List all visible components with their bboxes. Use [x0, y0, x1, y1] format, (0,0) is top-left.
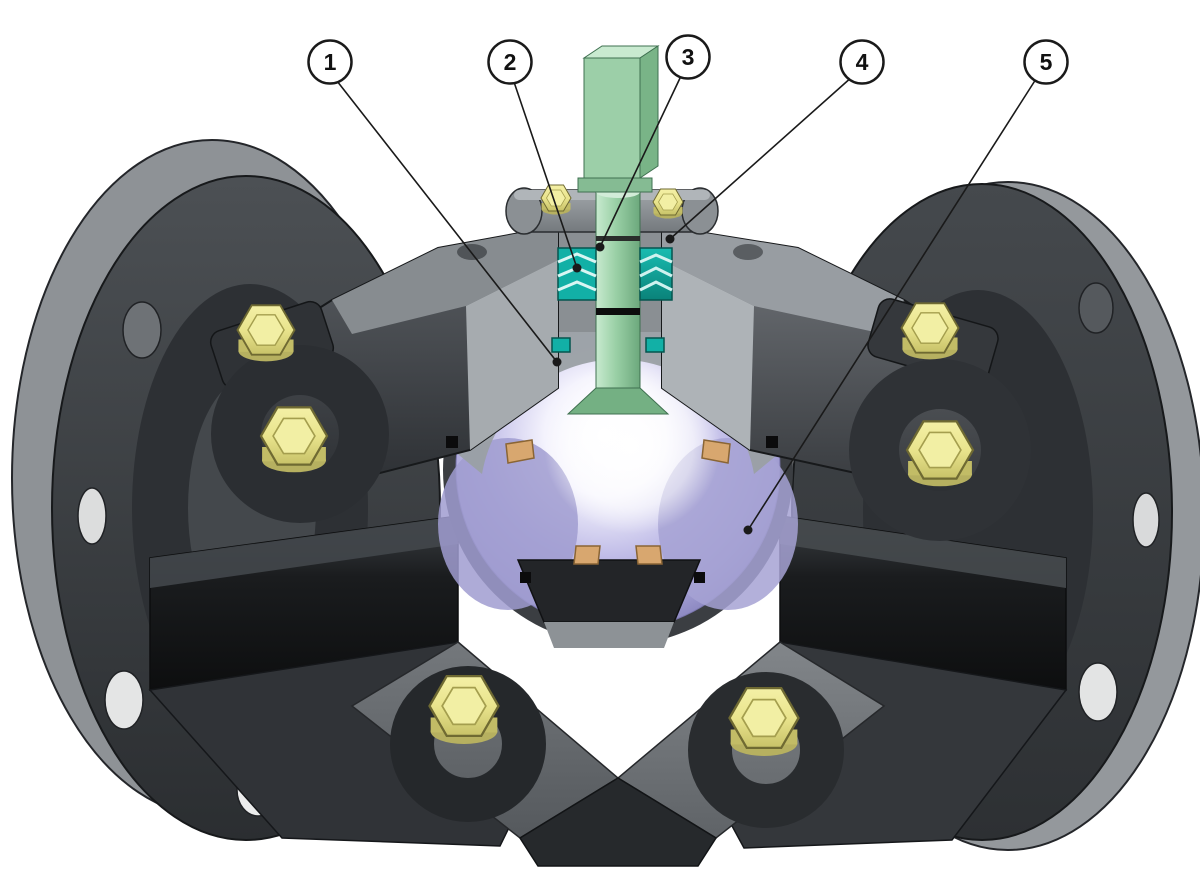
ball-seat: [701, 439, 731, 464]
bottom-port: [516, 559, 702, 648]
stem-collar: [577, 177, 653, 193]
right-bore-top-wall: [780, 516, 1066, 588]
leader-line-2: [513, 81, 578, 269]
section-marker: [694, 572, 705, 583]
hex-bolt-left-top: [236, 304, 296, 363]
top-face-left: [332, 226, 558, 334]
stem-assembly: [505, 45, 719, 415]
balloon-label-2: 2: [504, 49, 517, 75]
top-face-bolt-hole: [733, 244, 763, 260]
stem-retaining-ring: [596, 308, 640, 315]
stem-side-face: [639, 45, 659, 179]
leader-dot-4: [665, 234, 675, 244]
leader-line-3: [599, 75, 682, 248]
callouts: 1 2 3 4 5: [307, 34, 1069, 535]
callout-balloon-1: 1: [307, 39, 353, 85]
balloon-circle-2: [487, 39, 533, 85]
stem-bearing-left: [551, 337, 571, 353]
stem-packing: [551, 247, 673, 353]
stem-spacer-ring: [596, 236, 640, 241]
ball-seat: [635, 545, 663, 565]
callout-balloon-3: 3: [665, 34, 711, 80]
balloon-label-1: 1: [324, 49, 337, 75]
flange-bolt-hole: [1132, 492, 1160, 548]
gland-bolt-left: [540, 184, 572, 215]
body-lugs-and-bolts: [209, 298, 1031, 828]
ball-seat: [505, 439, 535, 464]
hex-bolt-bottom-right: [728, 686, 800, 758]
top-face-bolt-hole: [457, 244, 487, 260]
seat-seals: [446, 436, 778, 583]
balloon-circle-4: [839, 39, 885, 85]
left-bore-top-wall: [150, 516, 458, 588]
section-marker: [446, 436, 458, 448]
hex-bolt-left-mid: [259, 406, 329, 474]
flange-bolt-hole: [1078, 662, 1118, 722]
leader-dot-1: [552, 357, 562, 367]
top-face-right: [662, 226, 904, 334]
bottom-port-interior: [516, 559, 702, 623]
stem-shaft: [595, 191, 641, 389]
balloon-circle-1: [307, 39, 353, 85]
leader-dot-2: [572, 263, 582, 273]
flange-bolt-hole: [1078, 282, 1114, 334]
section-cut-face-right: [662, 260, 754, 450]
stem-taper: [566, 387, 670, 415]
bottom-port-sill: [544, 622, 674, 648]
leader-line-1: [336, 80, 558, 363]
leader-dot-3: [595, 242, 605, 252]
callout-balloon-2: 2: [487, 39, 533, 85]
packing-chevrons-right: [639, 253, 673, 292]
section-cut-face-left: [466, 260, 558, 450]
section-marker: [520, 572, 531, 583]
stem-bearing-right: [645, 337, 665, 353]
left-yoke-ring: [211, 345, 389, 523]
section-marker: [766, 436, 778, 448]
flange-bolt-hole: [104, 670, 144, 730]
hex-bolt-bottom-left: [428, 674, 500, 746]
leader-line-4: [669, 75, 854, 240]
bottom-base: [518, 777, 718, 867]
flange-bolt-hole: [122, 301, 162, 359]
right-pipe-bore: [779, 515, 1067, 691]
leader-line-5: [747, 78, 1037, 531]
stem-square-drive: [577, 45, 660, 193]
balloon-label-4: 4: [856, 49, 869, 75]
hex-bolt-right-mid: [905, 420, 975, 488]
stem-front-face: [583, 57, 641, 181]
leader-dot-5: [743, 525, 753, 535]
lower-body: [148, 641, 1068, 867]
right-yoke-ring: [849, 359, 1031, 541]
gland-bolt-right: [652, 188, 684, 219]
ball-seat: [573, 545, 601, 565]
balloon-label-3: 3: [682, 44, 695, 70]
balloon-label-5: 5: [1040, 49, 1053, 75]
callout-balloon-4: 4: [839, 39, 885, 85]
hex-bolt-right-top: [900, 302, 960, 361]
balloon-circle-5: [1023, 39, 1069, 85]
balloon-circle-3: [665, 34, 711, 80]
callout-balloon-5: 5: [1023, 39, 1069, 85]
flange-bolt-hole: [77, 487, 107, 545]
